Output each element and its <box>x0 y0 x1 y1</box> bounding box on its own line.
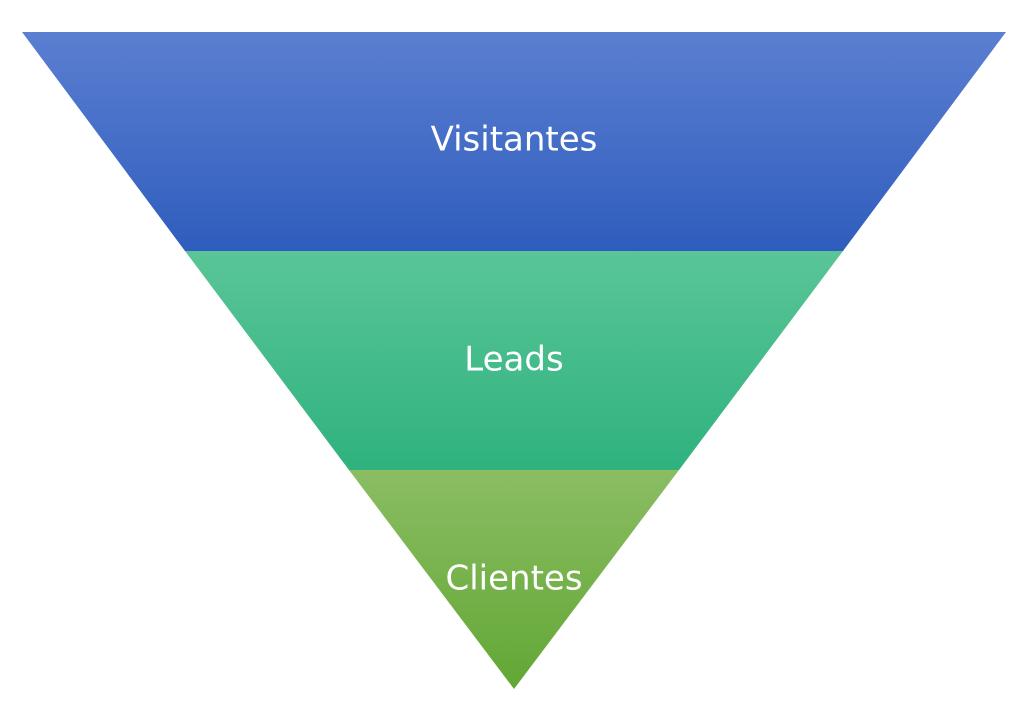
funnel-stage-clientes-label: Clientes <box>445 559 582 599</box>
funnel-stage-leads <box>185 251 843 470</box>
funnel-stage-leads-label: Leads <box>464 340 563 380</box>
funnel-stage-visitantes-label: Visitantes <box>431 120 598 160</box>
funnel-stage-visitantes <box>22 32 1006 251</box>
funnel-stage-clientes <box>349 470 679 689</box>
